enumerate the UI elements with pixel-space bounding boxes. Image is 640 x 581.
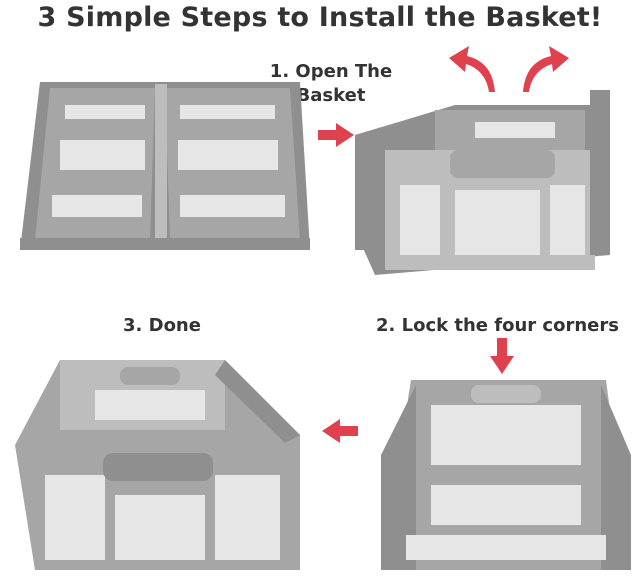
finished-basket-image xyxy=(15,360,300,570)
step-3-label: 3. Done xyxy=(123,315,201,336)
locked-basket-image xyxy=(381,380,631,570)
page-title: 3 Simple Steps to Install the Basket! xyxy=(37,2,603,33)
curved-arrow-up-left-icon xyxy=(449,46,495,92)
curved-arrow-up-right-icon xyxy=(523,46,569,92)
folded-basket-image xyxy=(20,82,310,250)
step-1-label-line2: Basket xyxy=(296,85,366,106)
step-1-label: 1. Open The Basket xyxy=(262,60,400,108)
arrow-left-icon xyxy=(322,419,358,443)
arrow-right-icon xyxy=(318,123,354,147)
opened-basket-image xyxy=(355,90,610,275)
arrow-down-icon xyxy=(490,338,514,374)
step-2-label: 2. Lock the four corners xyxy=(376,315,619,336)
step-1-label-line1: 1. Open The xyxy=(269,61,393,82)
